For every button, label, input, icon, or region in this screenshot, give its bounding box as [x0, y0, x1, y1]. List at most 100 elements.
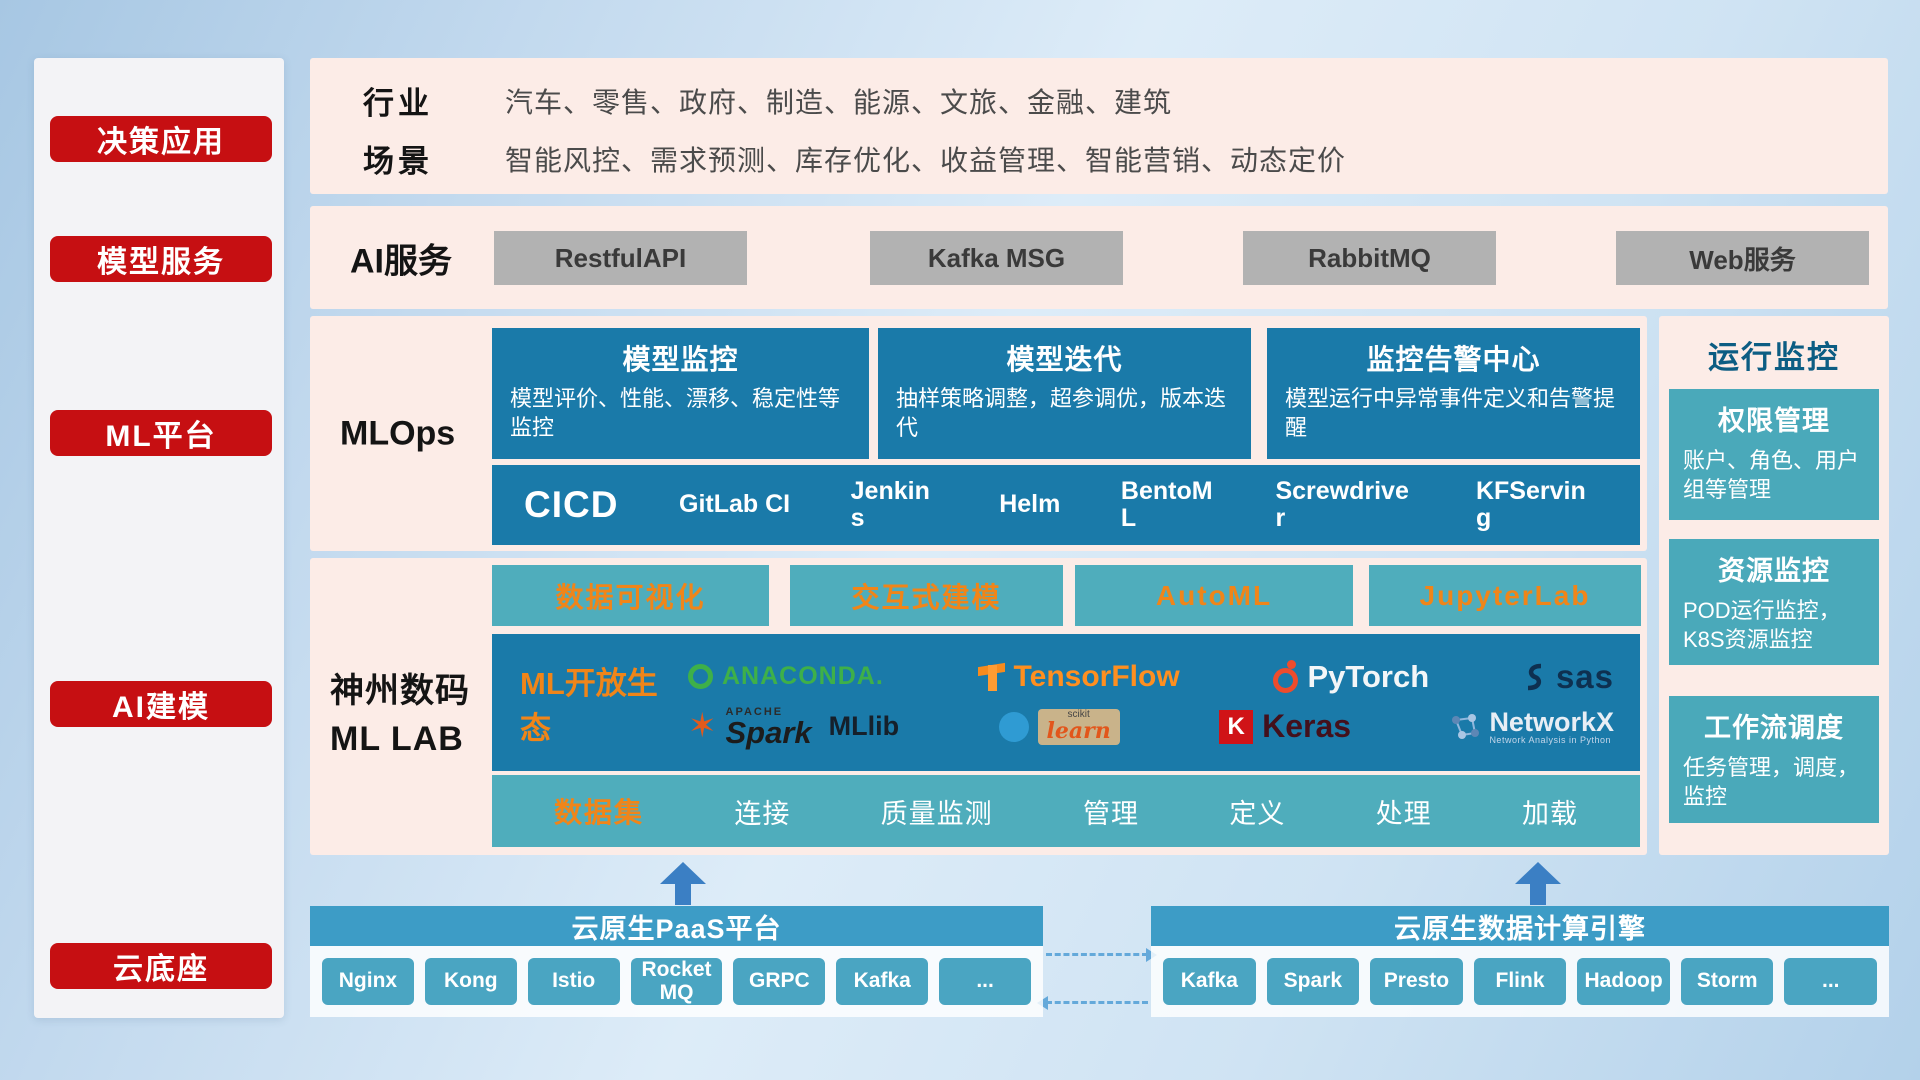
dashed-arrow-left: [1037, 996, 1148, 1010]
tensorflow-icon: [978, 662, 1005, 692]
sidebar-item-model-services: 模型服务: [50, 236, 272, 282]
anaconda-icon: [688, 664, 713, 690]
mlops-panel: MLOps 模型监控 模型评价、性能、漂移、稳定性等监控 模型迭代 抽样策略调整…: [310, 316, 1647, 551]
anaconda-logo: ANACONDA.: [688, 662, 884, 691]
resource-desc: POD运行监控，K8S资源监控: [1683, 598, 1841, 653]
apache-label: APACHE: [725, 705, 784, 718]
dashed-arrow-right: [1046, 948, 1157, 962]
resource-monitor-card: 资源监控 POD运行监控，K8S资源监控: [1669, 539, 1879, 665]
alert-center-card: 监控告警中心 模型运行中异常事件定义和告警提醒: [1267, 328, 1640, 459]
spark-wordmark: APACHE Spark: [725, 705, 812, 748]
learn-label: learn: [1046, 717, 1111, 744]
sidebar-item-ai-modeling: AI建模: [50, 681, 272, 727]
presto-chip: Presto: [1370, 958, 1463, 1005]
scene-line: 场景 智能风控、需求预测、库存优化、收益管理、智能营销、动态定价: [363, 136, 1346, 181]
left-rail: 决策应用 模型服务 ML平台 AI建模 云底座: [34, 58, 284, 1018]
scikit-learn-logo: scikit learn: [998, 708, 1120, 745]
more-chip: ...: [939, 958, 1032, 1005]
rabbitmq-box: RabbitMQ: [1243, 231, 1496, 285]
keras-label: Keras: [1262, 708, 1352, 744]
workflow-desc: 任务管理，调度，监控: [1683, 755, 1860, 810]
dataset-bar: 数据集 连接 质量监测 管理 定义 处理 加载: [492, 775, 1640, 847]
sidebar-item-cloud-base: 云底座: [50, 943, 272, 989]
storm-chip: Storm: [1680, 958, 1774, 1005]
pytorch-label: PyTorch: [1307, 658, 1430, 694]
industry-label: 行业: [363, 86, 433, 121]
tensorflow-logo: TensorFlow: [978, 660, 1180, 694]
industry-text: 汽车、零售、政府、制造、能源、文旅、金融、建筑: [505, 86, 1173, 118]
data-engine-body: Kafka Spark Presto Flink Hadoop Storm ..…: [1151, 946, 1889, 1017]
alert-center-desc: 模型运行中异常事件定义和告警提醒: [1285, 386, 1616, 440]
ml-lab-label: 神州数码 ML LAB: [330, 668, 470, 763]
cicd-helm: Helm: [999, 490, 1061, 519]
cicd-bar: CICD GitLab CI Jenkins Helm BentoML Scre…: [492, 465, 1640, 545]
arrow-stem: [1530, 884, 1546, 905]
tensorflow-label: TensorFlow: [1013, 659, 1180, 693]
dataset-label: 数据集: [554, 797, 645, 828]
model-monitor-title: 模型监控: [622, 344, 739, 375]
keras-logo: K Keras: [1219, 708, 1351, 745]
model-iteration-title: 模型迭代: [1006, 344, 1123, 375]
mllib-label: MLlib: [828, 711, 900, 741]
model-monitor-desc: 模型评价、性能、漂移、稳定性等监控: [510, 386, 841, 440]
scikit-learn-wordmark: scikit learn: [1037, 708, 1120, 745]
cicd-gitlab-ci: GitLab CI: [679, 490, 791, 519]
scikit-label: scikit: [1067, 708, 1090, 720]
dataset-load: 加载: [1521, 798, 1578, 829]
sas-icon: [1527, 663, 1542, 691]
runtime-monitor-panel: 运行监控 权限管理 账户、角色、用户组等管理 资源监控 POD运行监控，K8S资…: [1659, 316, 1889, 855]
automl-box: AutoML: [1075, 565, 1353, 626]
ml-lab-label-line1: 神州数码: [330, 672, 470, 710]
data-visualization-box: 数据可视化: [492, 565, 769, 626]
jupyterlab-box: JupyterLab: [1369, 565, 1641, 626]
dataset-connect: 连接: [734, 798, 791, 829]
grpc-chip: GRPC: [733, 958, 826, 1005]
sidebar-item-ml-platform: ML平台: [50, 410, 272, 456]
ml-ecosystem-label: ML开放生态: [520, 665, 658, 746]
permission-management-card: 权限管理 账户、角色、用户组等管理: [1669, 389, 1879, 520]
cicd-title: CICD: [524, 484, 619, 525]
sas-label: sas: [1555, 657, 1614, 695]
spark-chip: Spark: [1266, 958, 1360, 1005]
pytorch-logo: PyTorch: [1273, 659, 1429, 695]
scene-text: 智能风控、需求预测、库存优化、收益管理、智能营销、动态定价: [505, 144, 1347, 176]
arrow-head: [660, 862, 706, 884]
ai-service-label: AI服务: [350, 242, 452, 280]
arrow-stem: [675, 884, 691, 905]
networkx-logo: NetworkX Network Analysis in Python: [1450, 706, 1614, 746]
istio-chip: Istio: [527, 958, 620, 1005]
data-engine-header: 云原生数据计算引擎: [1151, 906, 1889, 946]
logo-row-bottom: ✶ APACHE Spark MLlib scikit learn: [688, 705, 1614, 748]
industry-scene-panel: 行业 汽车、零售、政府、制造、能源、文旅、金融、建筑 场景 智能风控、需求预测、…: [310, 58, 1888, 194]
model-iteration-card: 模型迭代 抽样策略调整，超参调优，版本迭代: [878, 328, 1251, 459]
mlops-label: MLOps: [340, 414, 456, 452]
web-service-box: Web服务: [1616, 231, 1869, 285]
keras-icon: K: [1219, 709, 1254, 744]
industry-line: 行业 汽车、零售、政府、制造、能源、文旅、金融、建筑: [363, 78, 1172, 123]
paas-up-arrow: [660, 862, 706, 905]
ml-open-ecosystem-box: ML开放生态 ANACONDA. TensorFlow PyTorch: [492, 634, 1640, 771]
permission-title: 权限管理: [1718, 406, 1830, 436]
cloud-paas-body: Nginx Kong Istio RocketMQ GRPC Kafka ...: [310, 946, 1043, 1017]
dataset-quality-monitor: 质量监测: [880, 798, 993, 829]
hadoop-chip: Hadoop: [1577, 958, 1670, 1005]
cloud-paas-header: 云原生PaaS平台: [310, 906, 1043, 946]
ml-lab-label-line2: ML LAB: [330, 719, 464, 758]
kafka-chip: Kafka: [836, 958, 929, 1005]
logo-row-top: ANACONDA. TensorFlow PyTorch sa: [688, 658, 1614, 696]
workflow-title: 工作流调度: [1704, 713, 1844, 743]
model-monitor-card: 模型监控 模型评价、性能、漂移、稳定性等监控: [492, 328, 869, 459]
networkx-label: NetworkX: [1489, 706, 1614, 737]
arrow-head: [1515, 862, 1561, 884]
scene-label: 场景: [363, 144, 433, 179]
cicd-jenkins: Jenkins: [850, 476, 930, 532]
anaconda-label: ANACONDA.: [722, 662, 884, 691]
model-iteration-desc: 抽样策略调整，超参调优，版本迭代: [896, 386, 1227, 440]
cicd-screwdriver: Screwdriver: [1275, 476, 1409, 532]
scikit-learn-icon: [998, 711, 1029, 742]
cicd-kfserving: KFServing: [1475, 476, 1586, 532]
kafka-chip: Kafka: [1163, 958, 1256, 1005]
kafka-msg-box: Kafka MSG: [870, 231, 1123, 285]
rocketmq-chip: RocketMQ: [630, 958, 723, 1005]
